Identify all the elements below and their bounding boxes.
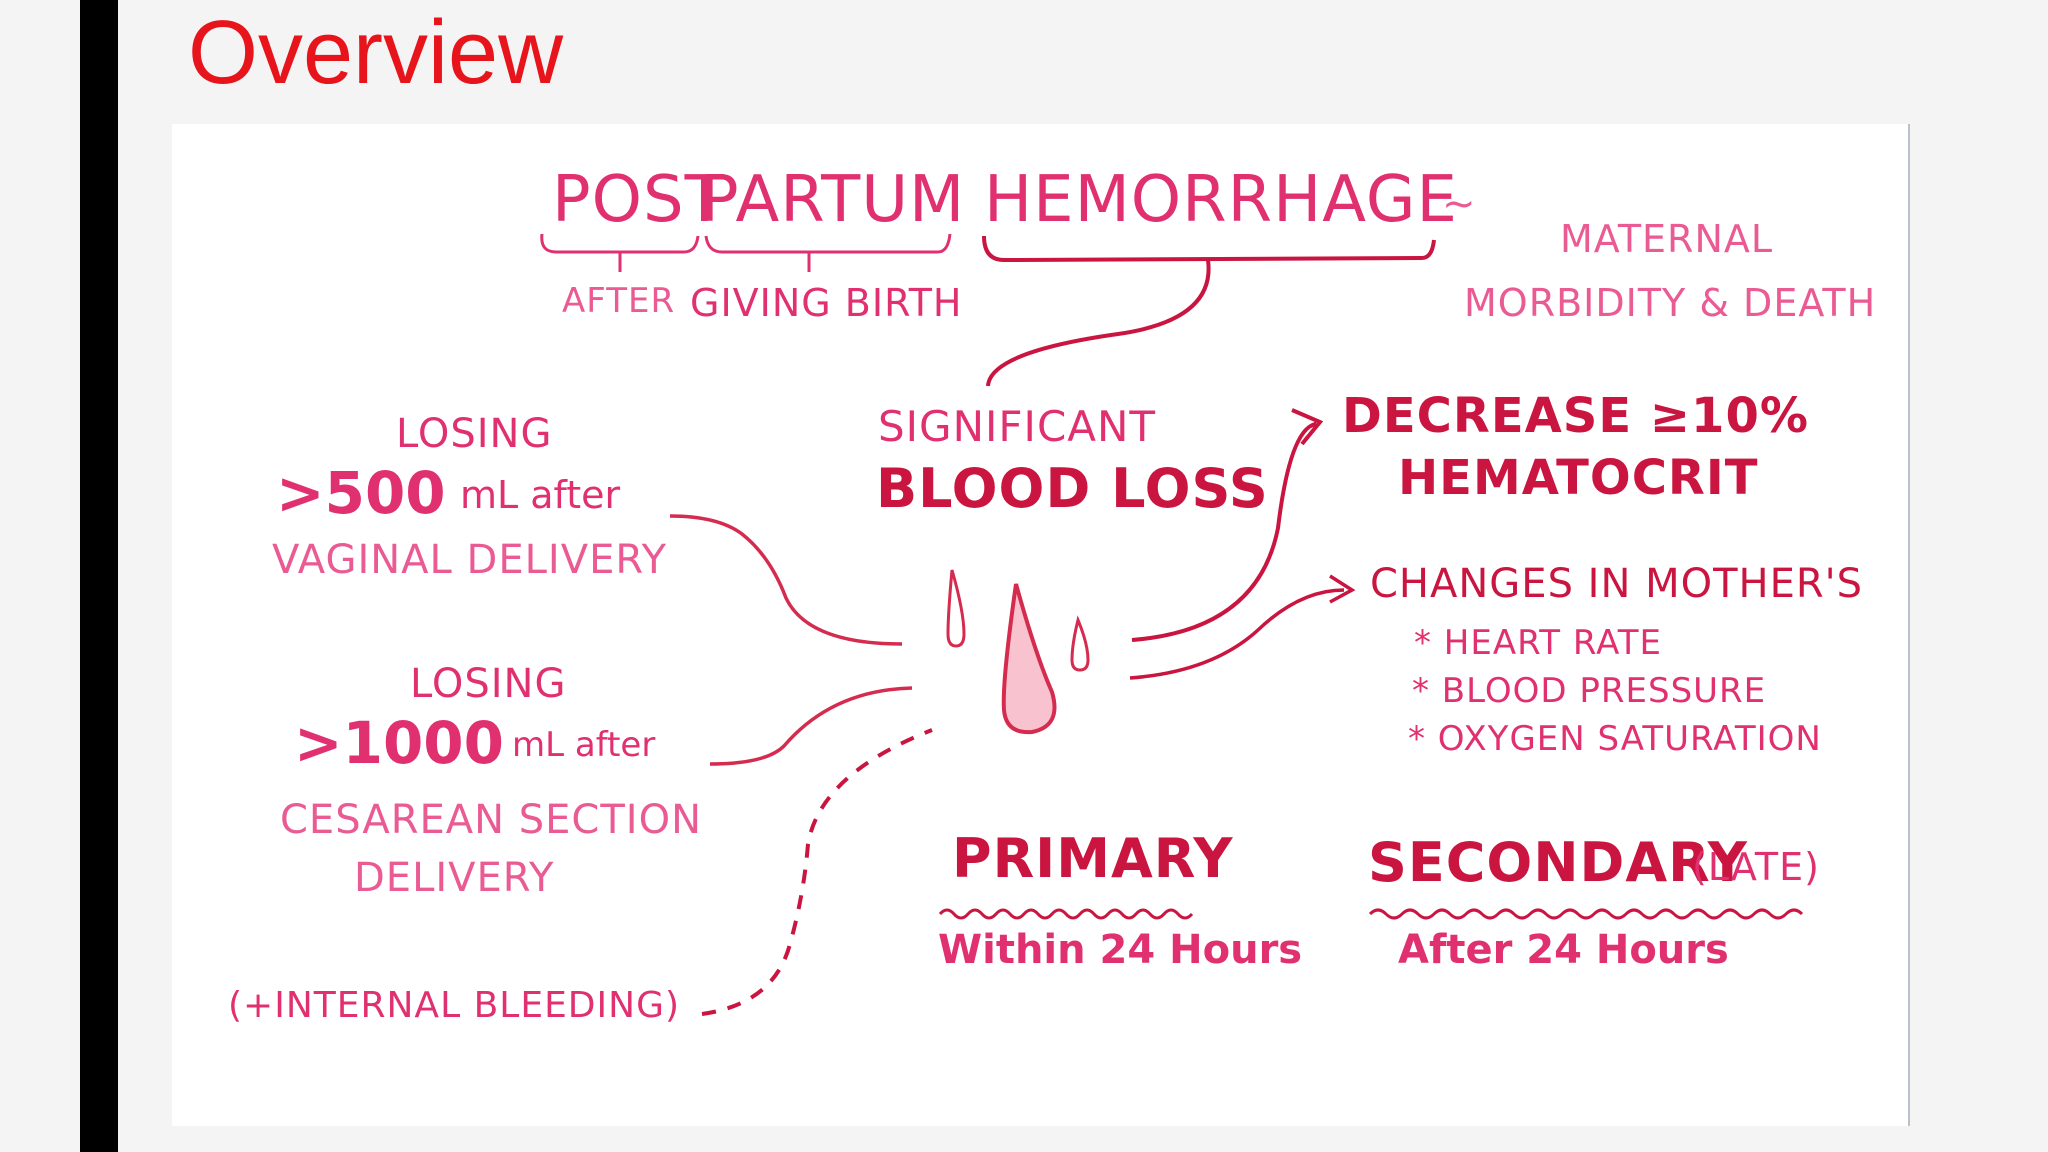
list-item-oxygen-saturation: * Oxygen Saturation <box>1408 719 1822 759</box>
connector-vaginal <box>669 514 903 646</box>
label-primary-sub: Within 24 Hours <box>938 927 1303 973</box>
left-black-bar <box>80 0 118 1152</box>
label-decrease: Decrease ≥10% <box>1342 388 1809 444</box>
connector-cesarean <box>709 686 913 766</box>
label-maternal: Maternal <box>1560 217 1774 261</box>
label-secondary-sub: After 24 Hours <box>1398 927 1729 973</box>
label-hemorrhage: Hemorrhage <box>984 163 1458 237</box>
list-item-heart-rate: * Heart Rate <box>1414 623 1662 663</box>
bracket-partum <box>704 233 952 254</box>
label-unit-cesarean: mL after <box>512 725 656 765</box>
label-late: (late) <box>1692 845 1820 889</box>
label-hematocrit: Hematocrit <box>1398 450 1759 506</box>
bracket-hemorrhage <box>982 235 1436 263</box>
label-post: Post <box>552 163 725 237</box>
label-giving-birth: Giving Birth <box>690 281 963 325</box>
list-item-blood-pressure: * Blood Pressure <box>1412 671 1767 711</box>
label-blood-loss: Blood Loss <box>876 457 1269 520</box>
label-losing-vaginal: Losing <box>396 411 553 457</box>
wavy-underline-primary <box>938 908 1194 920</box>
label-secondary: Secondary <box>1368 831 1748 894</box>
blood-droplet-left-icon <box>946 569 966 648</box>
blood-drop-icon <box>1001 583 1057 735</box>
connector-hemorrhage <box>986 259 1211 387</box>
label-after: After <box>562 281 676 321</box>
arrow-hematocrit-line <box>1131 422 1317 642</box>
label-partum: partum <box>700 163 966 237</box>
label-morbidity-death: Morbidity & Death <box>1464 281 1877 325</box>
diagram-strokes <box>540 233 1804 1016</box>
wavy-underline-secondary <box>1368 908 1804 920</box>
label-vaginal-delivery: Vaginal Delivery <box>272 537 668 583</box>
label-cesarean-delivery: Delivery <box>354 855 555 901</box>
arrow-changes-line <box>1129 588 1345 680</box>
label-unit-vaginal: mL after <box>460 473 621 517</box>
label-amount-500: >500 <box>276 459 446 527</box>
arrow-hematocrit-head <box>1291 408 1324 446</box>
label-changes: Changes in Mother's <box>1370 561 1864 607</box>
whiteboard-diagram: Post partum Hemorrhage ~ After Giving Bi… <box>172 124 1910 1126</box>
label-cesarean-section: Cesarean Section <box>280 797 702 843</box>
label-significant: Significant <box>878 402 1157 451</box>
blood-droplet-right-icon <box>1070 615 1090 672</box>
arrow-changes-head <box>1329 574 1356 604</box>
label-amount-1000: >1000 <box>294 709 505 777</box>
label-primary: Primary <box>952 827 1234 890</box>
label-tilde: ~ <box>1442 181 1476 227</box>
label-losing-cesarean: Losing <box>410 661 567 707</box>
connector-internal <box>701 728 933 1016</box>
label-internal-bleeding: (+Internal Bleeding) <box>228 985 681 1026</box>
slide-title: Overview <box>188 3 564 103</box>
